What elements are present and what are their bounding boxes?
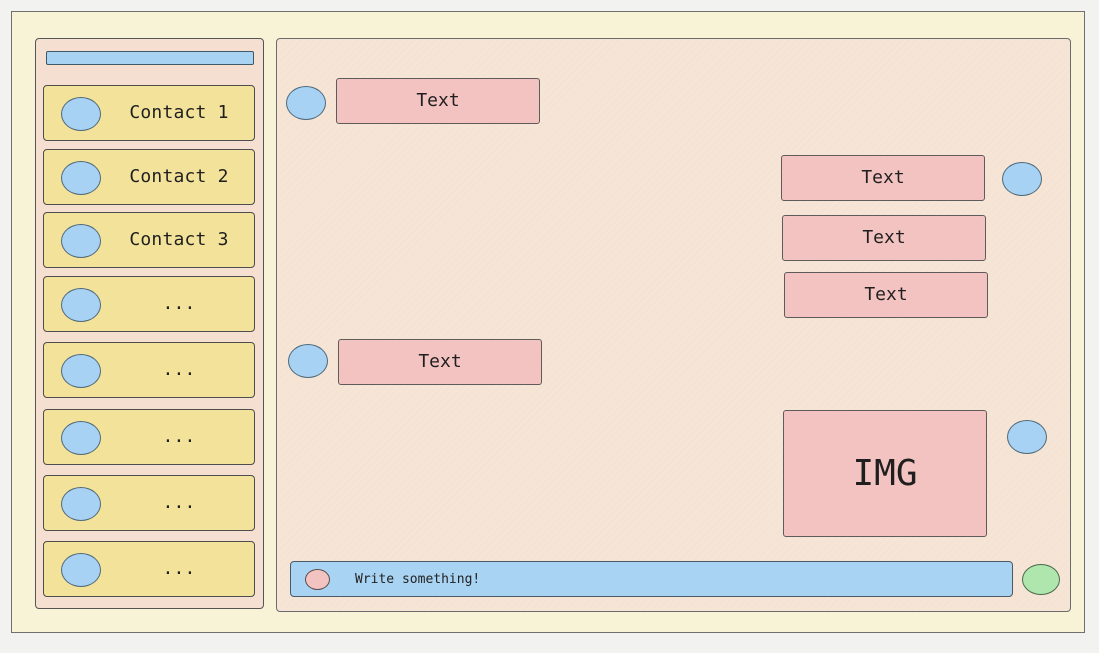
contact-label: ...	[162, 492, 196, 513]
avatar-icon	[61, 354, 101, 388]
contact-item-8[interactable]: ...	[43, 541, 255, 597]
message-bubble-5: Text	[338, 339, 542, 385]
contacts-search-bar[interactable]	[46, 51, 254, 65]
contact-item-1[interactable]: Contact 1	[43, 85, 255, 141]
message-composer	[290, 561, 1013, 597]
send-button[interactable]	[1022, 564, 1060, 595]
contact-item-6[interactable]: ...	[43, 409, 255, 465]
contact-label: Contact 1	[129, 102, 229, 123]
avatar-icon	[61, 161, 101, 195]
contact-item-2[interactable]: Contact 2	[43, 149, 255, 205]
sender-avatar-icon	[286, 86, 326, 120]
avatar-icon	[61, 97, 101, 131]
avatar-icon	[61, 487, 101, 521]
contact-item-7[interactable]: ...	[43, 475, 255, 531]
message-text: Text	[864, 284, 908, 305]
contact-label: Contact 2	[129, 166, 229, 187]
image-message[interactable]: IMG	[783, 410, 987, 537]
attachment-icon[interactable]	[305, 569, 330, 590]
message-text: Text	[861, 167, 905, 188]
message-text: Text	[418, 351, 462, 372]
message-text: Text	[862, 227, 906, 248]
receiver-avatar-icon	[1002, 162, 1042, 196]
contact-item-4[interactable]: ...	[43, 276, 255, 332]
contact-label: ...	[162, 293, 196, 314]
chat-panel	[276, 38, 1071, 612]
message-bubble-2: Text	[781, 155, 985, 201]
avatar-icon	[61, 288, 101, 322]
message-bubble-1: Text	[336, 78, 540, 124]
avatar-icon	[61, 224, 101, 258]
contact-label: ...	[162, 426, 196, 447]
message-bubble-3: Text	[782, 215, 986, 261]
contact-item-5[interactable]: ...	[43, 342, 255, 398]
avatar-icon	[61, 421, 101, 455]
message-text: Text	[416, 90, 460, 111]
contact-label: ...	[162, 359, 196, 380]
message-bubble-4: Text	[784, 272, 988, 318]
receiver-avatar-icon-2	[1007, 420, 1047, 454]
contact-item-3[interactable]: Contact 3	[43, 212, 255, 268]
avatar-icon	[61, 553, 101, 587]
sender-avatar-icon-2	[288, 344, 328, 378]
contact-label: Contact 3	[129, 229, 229, 250]
message-input[interactable]	[355, 570, 955, 588]
contact-label: ...	[162, 558, 196, 579]
image-placeholder-label: IMG	[852, 452, 918, 494]
